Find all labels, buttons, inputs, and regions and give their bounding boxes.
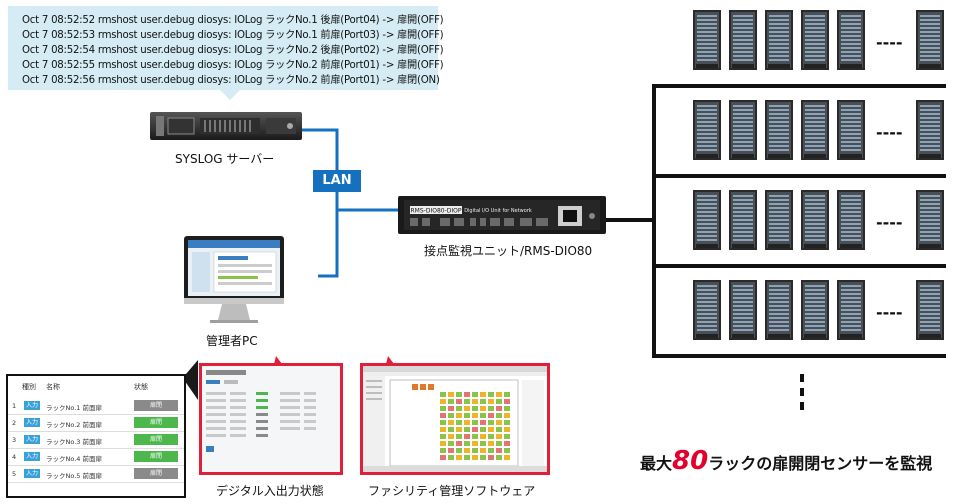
server-rack-icon (801, 190, 829, 250)
rack-bus (606, 84, 946, 358)
row-state-badge: 扉閉 (134, 417, 178, 428)
device-model-label: RMS-DIO80-DIOP (411, 208, 462, 215)
rms-dio80-device-icon: RMS-DIO80-DIOP Digital I/O Unit for Netw… (398, 196, 606, 234)
server-rack-icon (765, 190, 793, 250)
row-type-badge: 入力 (24, 401, 40, 410)
server-rack-icon (837, 280, 865, 340)
log-line: Oct 7 08:52:56 rmshost user.debug diosys… (22, 75, 440, 86)
row-name: ラックNo.4 前面扉 (46, 455, 102, 463)
log-line: Oct 7 08:52:52 rmshost user.debug diosys… (22, 15, 444, 26)
digital-io-screenshot (199, 363, 343, 475)
tagline-suffix: ラックの扉開閉センサーを監視 (708, 454, 933, 473)
rack-ellipsis: ---- (876, 33, 903, 52)
server-rack-icon (916, 100, 944, 160)
row-name: ラックNo.3 前面扉 (46, 438, 102, 446)
unit-label: 接点監視ユニット/RMS-DIO80 (424, 244, 593, 258)
row-number: 4 (12, 453, 17, 461)
server-rack-icon (729, 280, 757, 340)
admin-pc-label: 管理者PC (206, 334, 258, 348)
table-row: 4 入力ラックNo.4 前面扉 扉閉 (8, 449, 184, 466)
row-name: ラックNo.5 前面扉 (46, 472, 102, 480)
row-number: 3 (12, 436, 17, 444)
log-line: Oct 7 08:52:53 rmshost user.debug diosys… (22, 30, 444, 41)
row-number: 2 (12, 419, 17, 427)
server-rack-icon (916, 190, 944, 250)
table-row: 1 入力ラックNo.1 前面扉 扉閉 (8, 398, 184, 415)
row-type-badge: 入力 (24, 435, 40, 444)
server-rack-icon (765, 100, 793, 160)
server-rack-icon (729, 190, 757, 250)
server-rack-icon (693, 100, 721, 160)
log-line: Oct 7 08:52:55 rmshost user.debug diosys… (22, 60, 444, 71)
table-row: 3 入力ラックNo.3 前面扉 扉閉 (8, 432, 184, 449)
lan-lines (302, 128, 398, 278)
row-name: ラックNo.2 前面扉 (46, 421, 102, 429)
server-rack-icon (837, 10, 865, 70)
syslog-server-icon (150, 112, 302, 140)
status-header-name: 名称 (46, 383, 60, 391)
server-rack-icon (765, 10, 793, 70)
table-row: 5 入力ラックNo.5 前面扉 扉閉 (8, 466, 184, 483)
rack-ellipsis: ---- (876, 303, 903, 322)
server-rack-icon (729, 10, 757, 70)
server-rack-icon (693, 280, 721, 340)
row-type-badge: 入力 (24, 452, 40, 461)
tagline: 最大80ラックの扉開閉センサーを監視 (640, 446, 932, 476)
log-line: Oct 7 08:52:54 rmshost user.debug diosys… (22, 45, 444, 56)
row-state-badge: 扉閉 (134, 434, 178, 445)
server-rack-icon (693, 190, 721, 250)
syslog-server-label: SYSLOG サーバー (175, 152, 275, 166)
row-number: 5 (12, 470, 17, 478)
tagline-number: 80 (672, 446, 709, 476)
more-rows-dots (800, 374, 804, 410)
status-header-type: 種別 (22, 383, 36, 391)
rack-ellipsis: ---- (876, 213, 903, 232)
table-row: 2 入力ラックNo.2 前面扉 扉閉 (8, 415, 184, 432)
server-rack-icon (801, 10, 829, 70)
facility-software-screenshot (360, 363, 550, 475)
server-rack-icon (801, 280, 829, 340)
status-panel-pointer (180, 360, 198, 400)
server-rack-icon (837, 190, 865, 250)
digital-io-label: デジタル入出力状態 (216, 484, 324, 498)
row-type-badge: 入力 (24, 469, 40, 478)
server-rack-icon (837, 100, 865, 160)
admin-pc-icon (184, 236, 284, 323)
rack-rows: ---- ---- ---- ---- (693, 10, 944, 340)
rack-ellipsis: ---- (876, 123, 903, 142)
server-rack-icon (916, 10, 944, 70)
row-type-badge: 入力 (24, 418, 40, 427)
facility-software-label: ファシリティ管理ソフトウェア (368, 484, 536, 498)
lan-label: LAN (313, 170, 361, 192)
status-header-state: 状態 (134, 383, 148, 391)
tagline-prefix: 最大 (640, 454, 673, 473)
device-desc-label: Digital I/O Unit for Network (464, 208, 532, 214)
row-number: 1 (12, 402, 17, 410)
row-state-badge: 扉閉 (134, 468, 178, 479)
row-state-badge: 扉閉 (134, 400, 178, 411)
server-rack-icon (801, 100, 829, 160)
server-rack-icon (693, 10, 721, 70)
row-state-badge: 扉閉 (134, 451, 178, 462)
server-rack-icon (916, 280, 944, 340)
row-name: ラックNo.1 前面扉 (46, 404, 102, 412)
syslog-bubble: Oct 7 08:52:52 rmshost user.debug diosys… (8, 6, 444, 100)
server-rack-icon (765, 280, 793, 340)
server-rack-icon (729, 100, 757, 160)
